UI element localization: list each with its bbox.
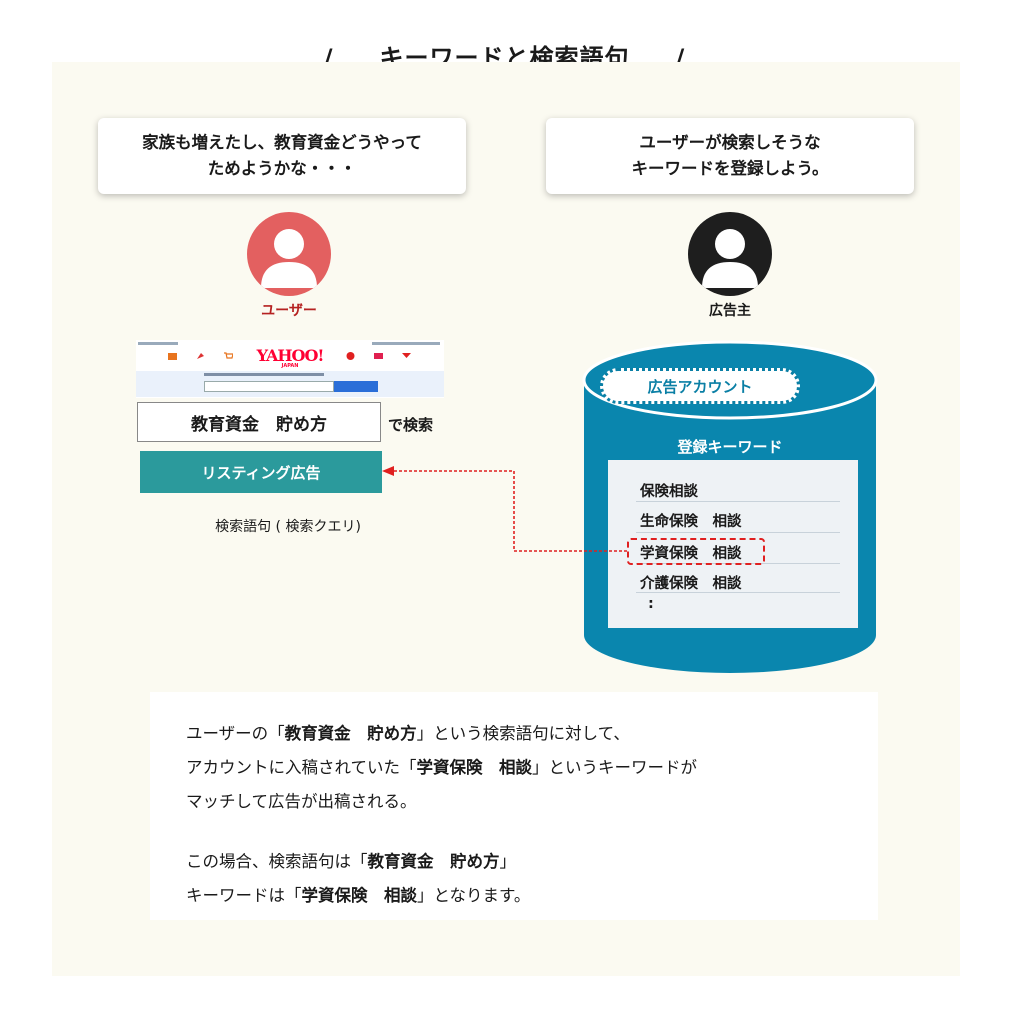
service-icon — [186, 352, 214, 362]
keyword-item: 保険相談 — [640, 484, 698, 500]
search-engine-logo-sub: JAPAN — [281, 363, 299, 369]
registered-keywords-title: 登録キーワード — [677, 438, 783, 456]
explanation-line: この場合、検索語句は「教育資金 貯め方」 — [186, 852, 516, 871]
listing-ad-button: リスティング広告 — [140, 451, 382, 493]
search-engine-topbar — [136, 340, 444, 348]
title-slash-left: / — [323, 44, 334, 72]
user-bubble-line1: 家族も増えたし、教育資金どうやって — [142, 133, 422, 152]
user-label: ユーザー — [261, 303, 317, 319]
keyword-divider — [636, 532, 840, 533]
explanation-line: アカウントに入稿されていた「学資保険 相談」というキーワードが — [186, 758, 698, 777]
search-query-box: 教育資金 貯め方 — [137, 402, 381, 442]
ad-account-label: 広告アカウント — [600, 368, 800, 404]
keyword-divider — [636, 592, 840, 593]
advertiser-bubble-line1: ユーザーが検索しそうな — [639, 133, 821, 152]
user-avatar-icon — [247, 212, 331, 296]
match-connector-arrow — [382, 466, 627, 552]
keyword-item: 介護保険 相談 — [640, 576, 742, 592]
explanation-line: キーワードは「学資保険 相談」となります。 — [186, 886, 531, 905]
search-engine-search-row — [136, 371, 444, 397]
explanation-box: ユーザーの「教育資金 貯め方」という検索語句に対して、 アカウントに入稿されてい… — [150, 692, 878, 920]
user-bubble-line2: ためようかな・・・ — [207, 159, 357, 178]
advertiser-speech-bubble: ユーザーが検索しそうな キーワードを登録しよう。 — [546, 118, 914, 194]
cart-icon — [214, 352, 242, 362]
keyword-more-indicator: : — [648, 596, 654, 612]
keyword-item: 生命保険 相談 — [640, 514, 742, 530]
search-engine-button[interactable] — [334, 381, 378, 392]
explanation-line: ユーザーの「教育資金 貯め方」という検索語句に対して、 — [186, 724, 630, 743]
card-icon — [364, 352, 392, 362]
keyword-item: 学資保険 相談 — [640, 546, 742, 562]
mail-icon — [392, 352, 420, 362]
explanation-line: マッチして広告が出稿される。 — [186, 792, 417, 811]
keyword-divider — [636, 501, 840, 502]
search-engine-screenshot: YAHOO! JAPAN — [136, 340, 444, 398]
service-icon — [336, 352, 364, 362]
matched-keyword-highlight — [627, 538, 765, 565]
advertiser-label: 広告主 — [709, 303, 751, 319]
advertiser-avatar-icon — [688, 212, 772, 296]
user-speech-bubble: 家族も増えたし、教育資金どうやって ためようかな・・・ — [98, 118, 466, 194]
title-slash-right: / — [675, 44, 686, 72]
search-suffix-label: で検索 — [388, 416, 434, 434]
advertiser-bubble-line2: キーワードを登録しよう。 — [631, 159, 829, 178]
search-engine-logo: YAHOO! — [256, 346, 325, 365]
keyword-list-panel: 保険相談 生命保険 相談 学資保険 相談 介護保険 相談 : — [608, 460, 858, 628]
search-engine-input[interactable] — [204, 381, 334, 392]
search-query-caption: 検索語句 ( 検索クエリ) — [215, 519, 361, 535]
service-icon — [158, 352, 186, 362]
